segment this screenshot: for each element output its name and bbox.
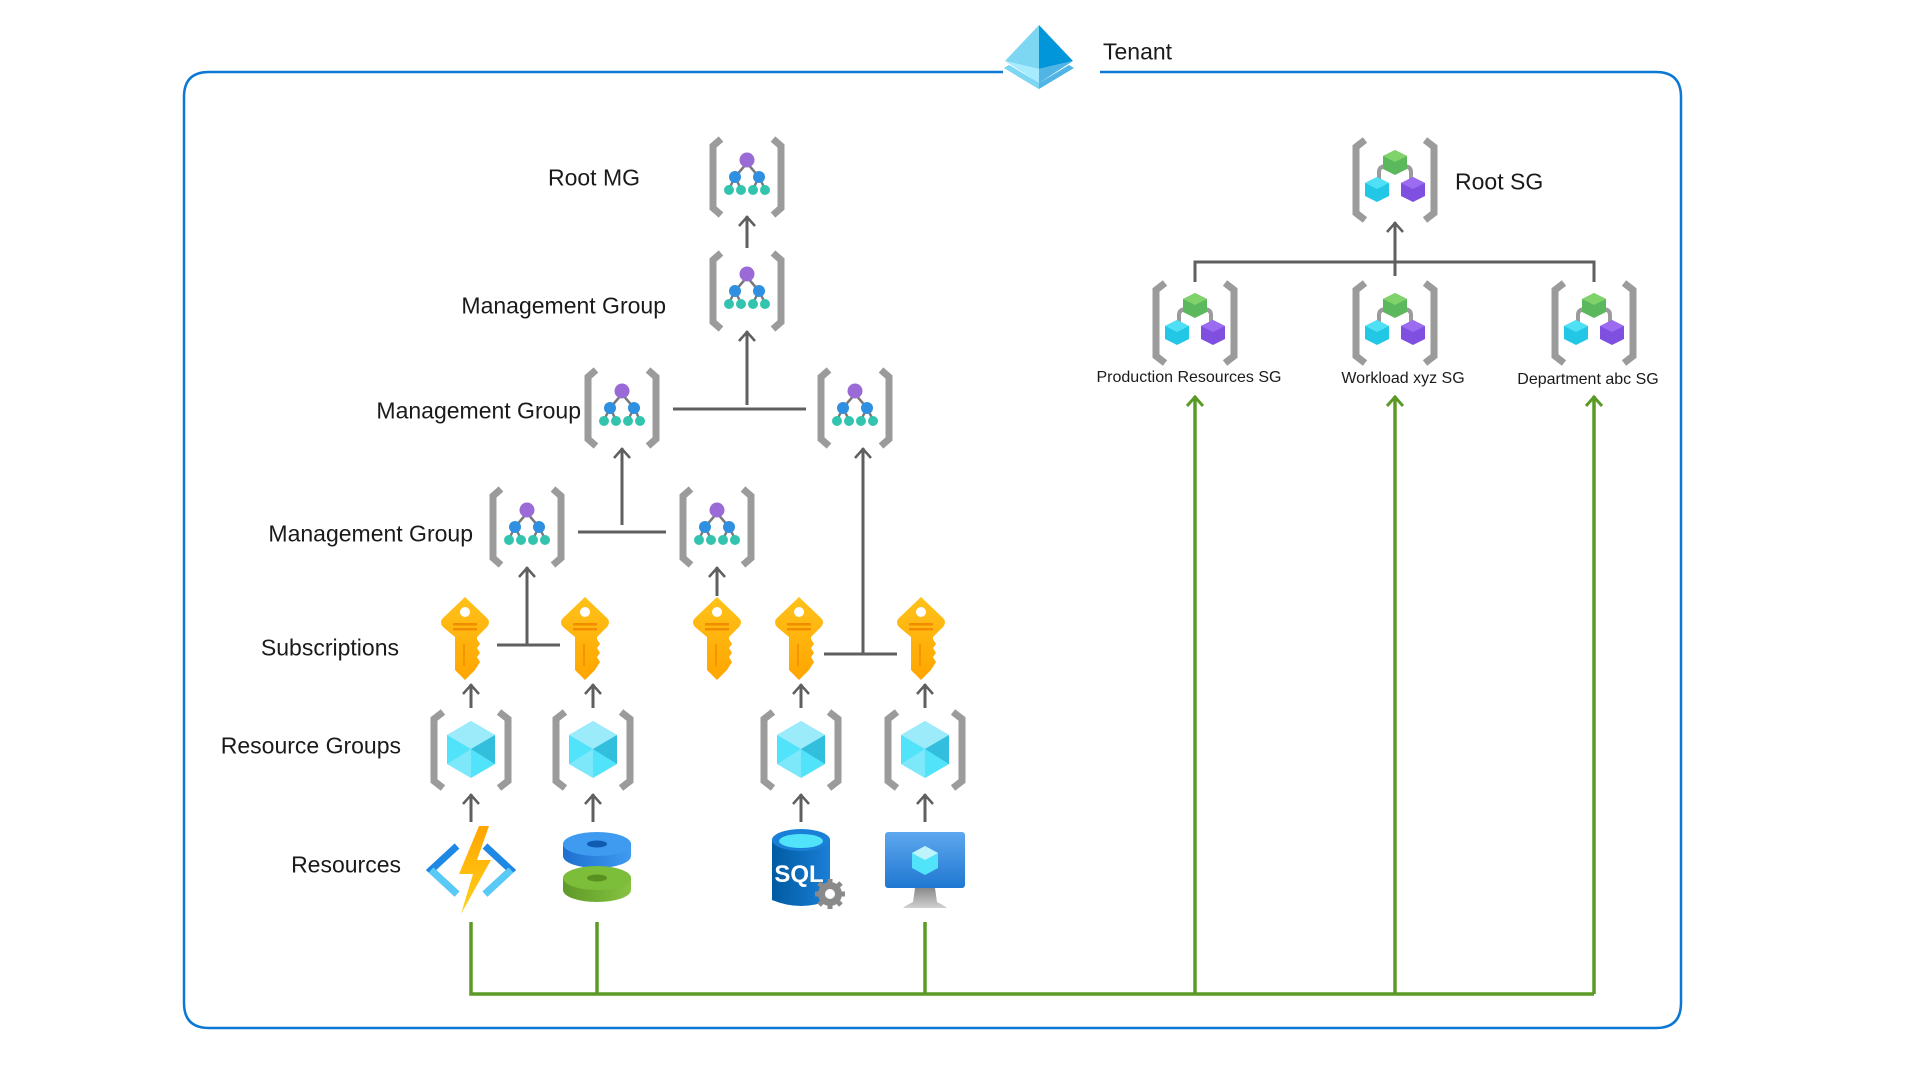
function-app-icon [425,826,517,914]
subscriptions-label: Subscriptions [260,634,399,661]
arrowhead [462,793,480,805]
bar-sg-children [1193,260,1596,282]
root-sg-label: Root SG [1455,168,1544,195]
service-group-links [469,394,1604,996]
resource-group-icon-1 [434,712,508,788]
arrowhead [916,793,934,805]
arrowhead [613,447,631,459]
managed-disk-icon [563,832,631,902]
virtual-machine-icon [885,832,965,908]
arrowhead [916,683,934,695]
tenant-label: Tenant [1103,38,1173,65]
sql-text: SQL [774,861,823,888]
arrowhead [584,683,602,695]
arrowhead [1385,394,1405,407]
icon-layer: SQL [425,139,1633,914]
resource-group-icon-4 [888,712,962,788]
tenant-boundary [182,70,1683,1030]
green-bus [469,922,1594,996]
service-group-icon-root [1356,140,1434,220]
management-group-icon-l3b [821,370,889,446]
subscription-key-icon-2 [561,597,609,680]
sql-database-icon: SQL [772,829,845,909]
department-abc-sg-label: Department abc SG [1517,371,1659,388]
resource-groups-label: Resource Groups [220,732,401,759]
mg-level2-label: Management Group [461,292,666,319]
arrowhead [1185,394,1205,407]
service-group-icon-child-3 [1555,283,1633,363]
resource-group-icon-2 [556,712,630,788]
arrowhead [1386,221,1404,233]
arrowhead [708,566,726,578]
service-group-icon-child-1 [1156,283,1234,363]
resource-group-icon-3 [764,712,838,788]
arrowhead [584,793,602,805]
service-group-icon-child-2 [1356,283,1434,363]
root-mg-label: Root MG [547,164,640,191]
resources-label: Resources [291,851,401,878]
arrowhead [854,447,872,459]
entra-id-pyramid-icon [1004,25,1074,89]
hierarchy-connectors [462,215,1596,822]
arrowhead [738,330,756,342]
arrowhead [738,215,756,227]
arrowhead [518,566,536,578]
subscription-key-icon-5 [897,597,945,680]
arrowhead [792,793,810,805]
arrowhead [462,683,480,695]
management-group-icon-l4b [683,489,751,565]
management-group-icon-root [713,139,781,215]
mg-level3-label: Management Group [376,397,581,424]
production-resources-sg-label: Production Resources SG [1096,369,1282,386]
mg-level4-label: Management Group [268,520,473,547]
management-group-icon-l3a [588,370,656,446]
arrowhead [1584,394,1604,407]
subscription-key-icon-4 [775,597,823,680]
workload-xyz-sg-label: Workload xyz SG [1341,370,1465,387]
management-group-icon-l2 [713,253,781,329]
subscription-key-icon-1 [441,597,489,680]
management-group-icon-l4a [493,489,561,565]
subscription-key-icon-3 [693,597,741,680]
arrowhead [792,683,810,695]
